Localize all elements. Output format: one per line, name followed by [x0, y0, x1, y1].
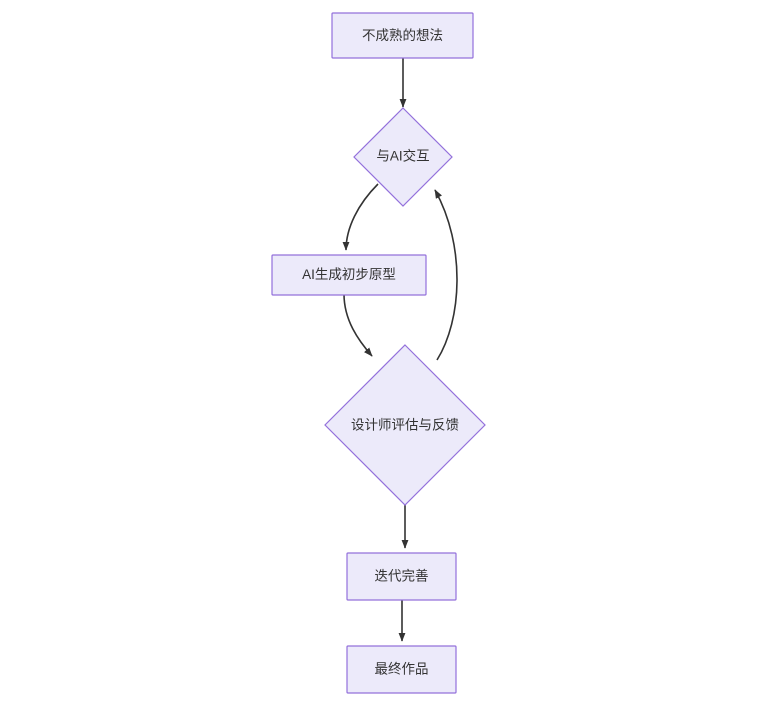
node-prototype-shape[interactable] [271, 254, 427, 296]
node-evaluate-shape[interactable] [324, 344, 486, 506]
edge-prototype-to-evaluate [343, 293, 373, 357]
node-interact[interactable]: 与AI交互 [353, 107, 453, 207]
node-idea-shape[interactable] [331, 12, 474, 59]
node-idea-label: 不成熟的想法 [362, 28, 443, 43]
node-interact-shape[interactable] [353, 107, 453, 207]
node-interact-label: 与AI交互 [376, 148, 429, 164]
node-prototype[interactable]: AI生成初步原型 [271, 254, 427, 296]
node-final-shape[interactable] [346, 645, 457, 694]
node-final-label: 最终作品 [375, 662, 429, 677]
node-iterate-label: 迭代完善 [375, 569, 429, 584]
node-iterate[interactable]: 迭代完善 [346, 552, 457, 601]
node-final[interactable]: 最终作品 [346, 645, 457, 694]
node-idea[interactable]: 不成熟的想法 [331, 12, 474, 59]
node-evaluate-label: 设计师评估与反馈 [351, 418, 459, 433]
edge-interact-to-prototype [342, 183, 379, 251]
node-prototype-label: AI生成初步原型 [302, 266, 396, 282]
node-iterate-shape[interactable] [346, 552, 457, 601]
node-evaluate[interactable]: 设计师评估与反馈 [324, 344, 486, 506]
edge-evaluate-to-interact [434, 189, 458, 361]
edge-layer [342, 58, 458, 642]
